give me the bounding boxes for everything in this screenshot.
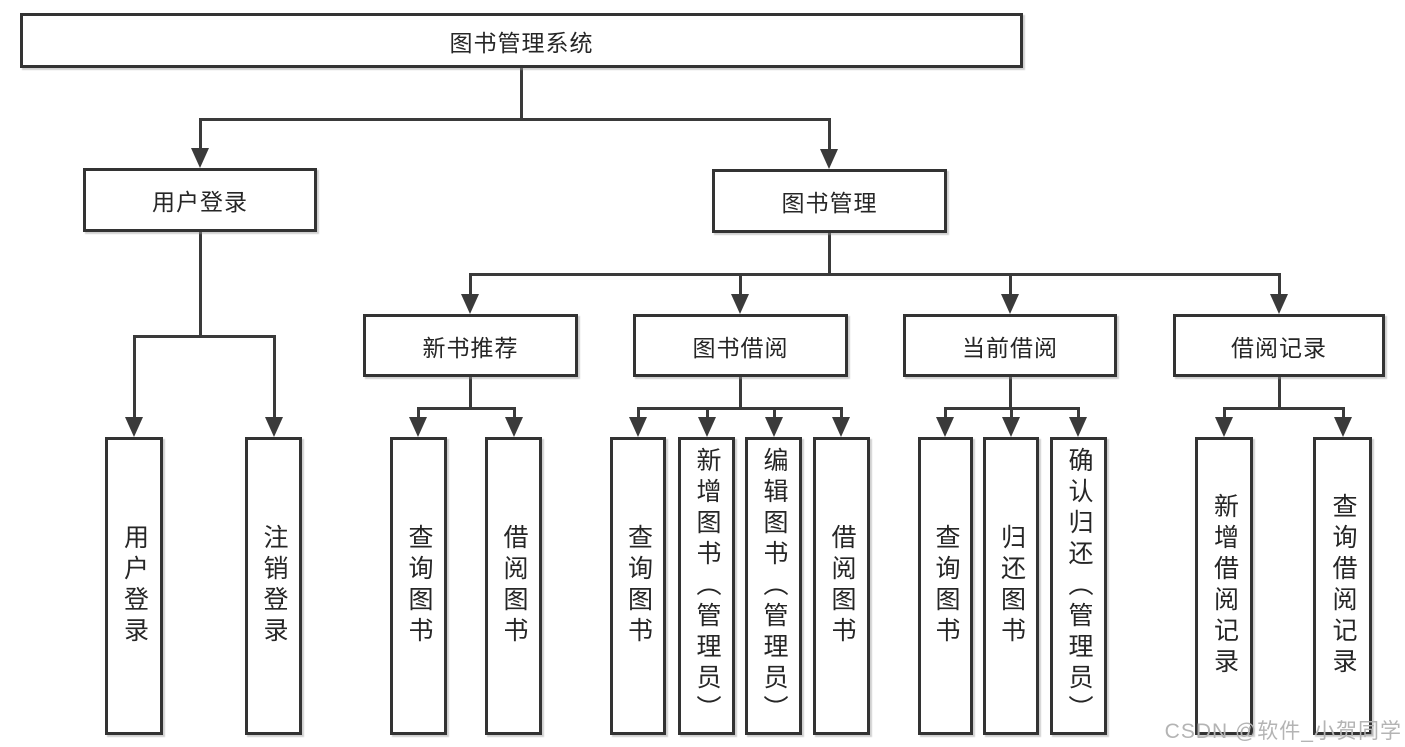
node-leaf-query-books-borrowing: 查询图书 [610, 437, 666, 735]
connector-segment [198, 118, 202, 152]
node-leaf-query-books-current-label: 查询图书 [932, 524, 960, 648]
arrow-down-icon [505, 417, 523, 437]
connector-segment [636, 407, 640, 421]
watermark: CSDN @软件_小贺同学 [1164, 720, 1402, 743]
connector-segment [198, 118, 831, 121]
node-leaf-return-books: 归还图书 [983, 437, 1039, 735]
node-leaf-user-login-label: 用户登录 [120, 524, 149, 648]
node-book-management-branch: 图书管理 [712, 169, 947, 233]
node-leaf-query-books-current: 查询图书 [918, 437, 973, 735]
node-current-borrowing: 当前借阅 [903, 314, 1117, 377]
node-book-management-branch-label: 图书管理 [781, 190, 878, 216]
connector-segment [272, 335, 276, 421]
node-leaf-confirm-return-admin-label: 确认归还（管理员） [1065, 446, 1093, 726]
node-leaf-query-books-recommend-label: 查询图书 [405, 524, 433, 648]
arrow-down-icon [125, 417, 143, 437]
node-leaf-borrow-books-label: 借阅图书 [828, 524, 856, 648]
node-leaf-borrow-books-recommend: 借阅图书 [485, 437, 542, 735]
connector-segment [512, 407, 516, 421]
arrow-down-icon [820, 149, 838, 169]
node-leaf-query-books-borrowing-label: 查询图书 [624, 524, 653, 648]
connector-segment [519, 68, 523, 121]
node-leaf-borrow-books: 借阅图书 [813, 437, 870, 735]
connector-segment [1008, 273, 1012, 298]
arrow-down-icon [1002, 417, 1020, 437]
arrow-down-icon [1270, 294, 1288, 314]
connector-segment [468, 273, 1281, 276]
arrow-down-icon [936, 417, 954, 437]
connector-segment [1009, 407, 1013, 421]
arrow-down-icon [629, 417, 647, 437]
connector-segment [1008, 377, 1012, 410]
node-leaf-add-borrow-record-label: 新增借阅记录 [1210, 493, 1239, 679]
connector-segment [636, 407, 843, 410]
node-leaf-confirm-return-admin: 确认归还（管理员） [1050, 437, 1107, 735]
node-book-borrowing: 图书借阅 [633, 314, 848, 377]
arrow-down-icon [832, 417, 850, 437]
connector-segment [738, 273, 742, 298]
arrow-down-icon [698, 417, 716, 437]
arrow-down-icon [1334, 417, 1352, 437]
node-user-login-branch: 用户登录 [83, 168, 317, 232]
connector-segment [1222, 407, 1226, 421]
arrow-down-icon [409, 417, 427, 437]
connector-segment [1222, 407, 1345, 410]
node-leaf-edit-books-admin-label: 编辑图书（管理员） [760, 446, 788, 726]
node-library-management-system: 图书管理系统 [20, 13, 1023, 68]
connector-segment [1076, 407, 1080, 421]
node-leaf-add-books-admin: 新增图书（管理员） [678, 437, 735, 735]
node-leaf-return-books-label: 归还图书 [997, 524, 1026, 648]
node-leaf-add-borrow-record: 新增借阅记录 [1195, 437, 1253, 735]
arrow-down-icon [191, 148, 209, 168]
connector-segment [738, 377, 742, 410]
node-leaf-query-borrow-record-label: 查询借阅记录 [1329, 493, 1357, 679]
arrow-down-icon [1069, 417, 1087, 437]
connector-segment [198, 232, 202, 338]
connector-segment [839, 407, 843, 421]
node-leaf-borrow-books-recommend-label: 借阅图书 [500, 524, 528, 648]
connector-segment [468, 273, 472, 298]
node-borrowing-records: 借阅记录 [1173, 314, 1385, 377]
node-new-book-recommend: 新书推荐 [363, 314, 578, 377]
arrow-down-icon [765, 417, 783, 437]
connector-segment [827, 118, 831, 153]
node-user-login-branch-label: 用户登录 [152, 189, 248, 215]
node-book-borrowing-label: 图书借阅 [692, 334, 789, 361]
connector-segment [1341, 407, 1345, 421]
connector-segment [1277, 273, 1281, 298]
arrow-down-icon [265, 417, 283, 437]
connector-segment [1277, 377, 1281, 410]
connector-segment [943, 407, 947, 421]
connector-segment [132, 335, 136, 421]
connector-segment [416, 407, 420, 421]
connector-segment [416, 407, 516, 410]
connector-segment [772, 407, 776, 421]
node-borrowing-records-label: 借阅记录 [1231, 334, 1327, 361]
node-library-management-system-label: 图书管理系统 [449, 29, 594, 56]
connector-segment [705, 407, 709, 421]
node-leaf-user-login: 用户登录 [105, 437, 163, 735]
arrow-down-icon [731, 294, 749, 314]
arrow-down-icon [1215, 417, 1233, 437]
arrow-down-icon [461, 294, 479, 314]
node-leaf-edit-books-admin: 编辑图书（管理员） [745, 437, 802, 735]
node-leaf-query-books-recommend: 查询图书 [390, 437, 447, 735]
node-leaf-logout-label: 注销登录 [260, 524, 288, 648]
connector-segment [827, 233, 831, 276]
node-leaf-logout: 注销登录 [245, 437, 302, 735]
connector-segment [468, 377, 472, 410]
node-current-borrowing-label: 当前借阅 [962, 334, 1058, 361]
node-leaf-add-books-admin-label: 新增图书（管理员） [693, 446, 721, 726]
node-leaf-query-borrow-record: 查询借阅记录 [1313, 437, 1372, 735]
node-new-book-recommend-label: 新书推荐 [422, 334, 519, 361]
connector-segment [132, 335, 276, 338]
arrow-down-icon [1001, 294, 1019, 314]
